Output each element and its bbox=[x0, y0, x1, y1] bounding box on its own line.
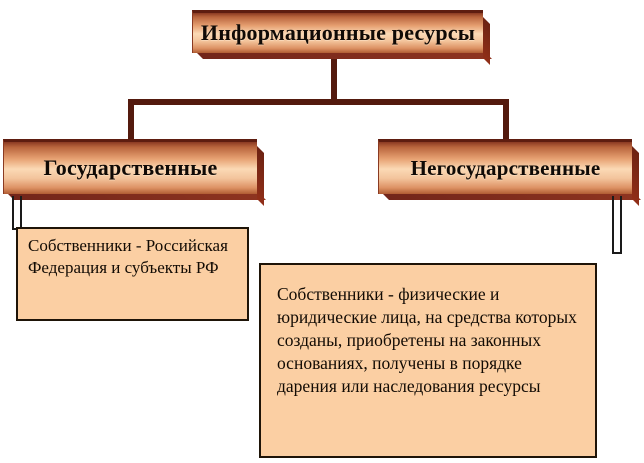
node-root-shadow-right bbox=[483, 17, 490, 65]
connector-horizontal-bus bbox=[128, 99, 509, 105]
leader-line-nonstate-outer bbox=[620, 196, 622, 254]
connector-right-branch bbox=[503, 99, 509, 143]
node-nonstate-shadow-bottom bbox=[383, 194, 641, 200]
leader-line-nonstate-inner bbox=[612, 196, 614, 254]
node-state-shadow-bottom bbox=[8, 194, 266, 200]
callout-state-text: Собственники - Российская Федерация и су… bbox=[28, 236, 228, 278]
node-root[interactable]: Информационные ресурсы bbox=[192, 10, 492, 65]
leader-line-state-outer bbox=[12, 196, 14, 230]
node-root-shadow-bottom bbox=[197, 53, 492, 59]
node-state-shadow-right bbox=[257, 146, 264, 206]
connector-left-branch bbox=[128, 99, 134, 143]
node-root-label: Информационные ресурсы bbox=[200, 20, 476, 45]
callout-state: Собственники - Российская Федерация и су… bbox=[16, 227, 249, 321]
node-state-label: Государственные bbox=[43, 155, 218, 180]
connector-root-vertical bbox=[331, 50, 337, 102]
node-nonstate[interactable]: Негосударственные bbox=[378, 139, 641, 206]
node-nonstate-shadow-right bbox=[632, 146, 639, 206]
leader-line-nonstate-foot bbox=[612, 252, 622, 254]
node-nonstate-label: Негосударственные bbox=[410, 155, 601, 180]
node-state[interactable]: Государственные bbox=[3, 139, 266, 206]
callout-nonstate-text: Собственники - физические и юридические … bbox=[277, 284, 577, 397]
leader-line-state-inner bbox=[20, 196, 22, 230]
callout-nonstate: Собственники - физические и юридические … bbox=[259, 263, 597, 458]
